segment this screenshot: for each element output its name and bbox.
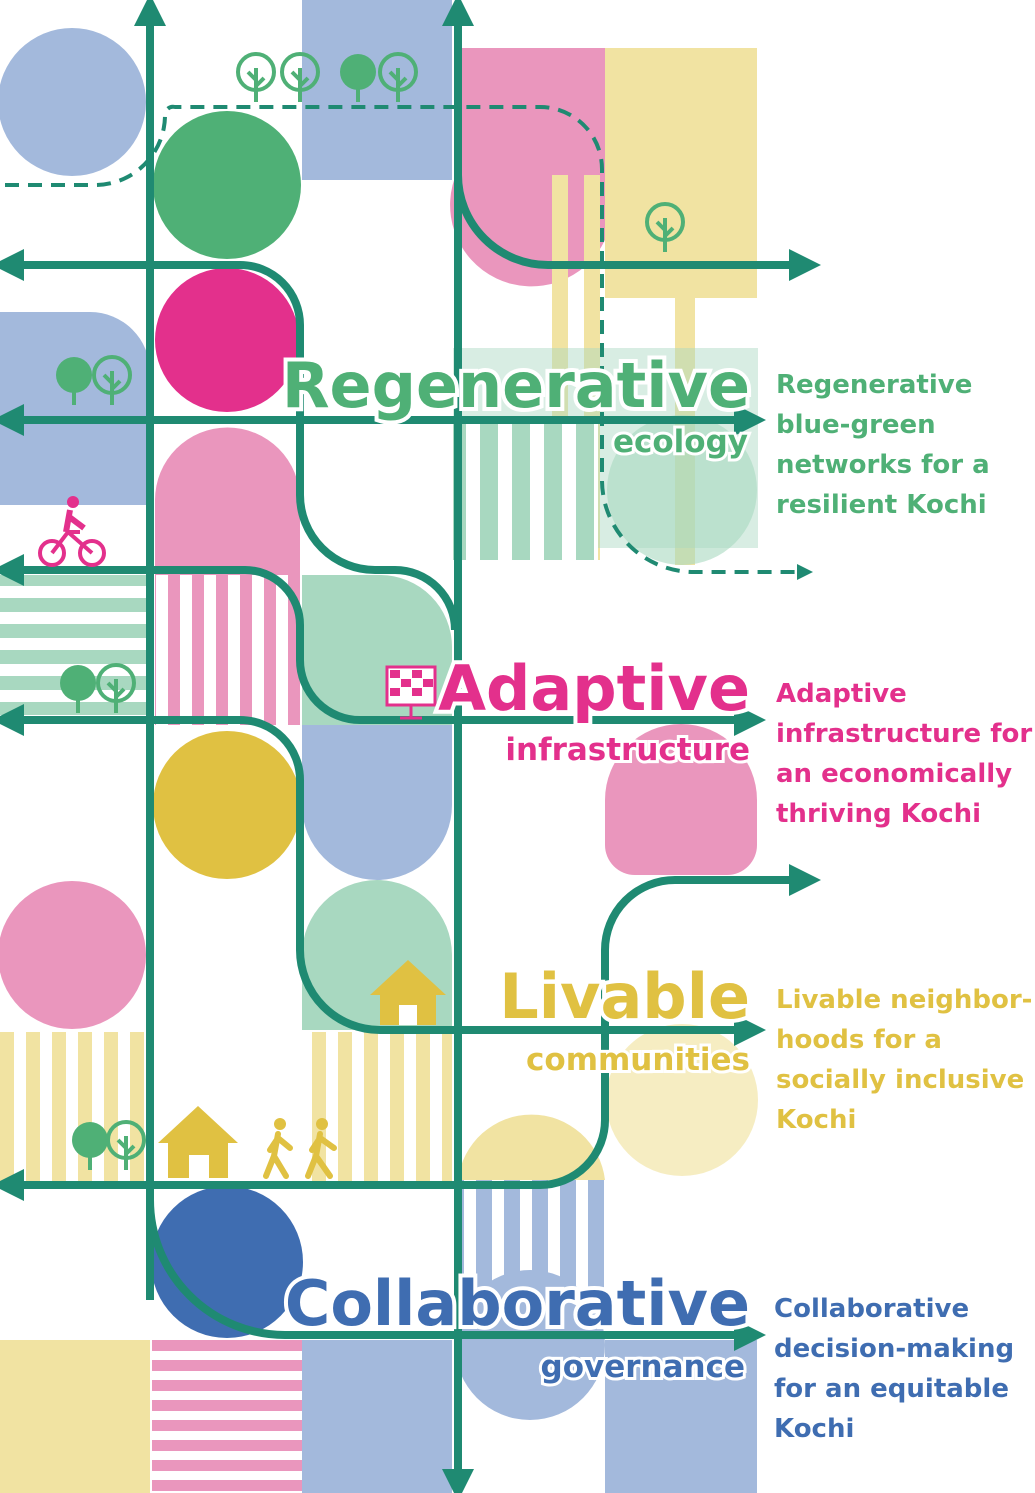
cyclist-icon: [38, 496, 106, 567]
theme-regenerative: Regenerative ecology: [278, 345, 754, 463]
description-collaborative: Collaborative decision-making for an equ…: [774, 1294, 1014, 1444]
description-line: hoods for a: [776, 1025, 942, 1055]
network-lines: [0, 0, 821, 1493]
description-line: blue-green: [776, 410, 936, 440]
description-line: decision-making: [774, 1334, 1014, 1364]
description-regenerative: Regenerative blue-green networks for a r…: [776, 370, 990, 520]
description-line: Livable neighbor-: [776, 985, 1032, 1015]
theme-subtitle: infrastructure: [505, 732, 750, 768]
theme-title: Adaptive: [438, 652, 750, 725]
pedestrians-icon: [263, 1118, 337, 1179]
theme-subtitle: communities: [526, 1042, 750, 1078]
theme-title: Regenerative: [282, 349, 750, 422]
theme-title: Collaborative: [285, 1267, 750, 1340]
house-icon: [158, 1106, 238, 1178]
description-line: socially inclusive: [776, 1065, 1024, 1095]
theme-livable: Livable communities: [495, 956, 754, 1081]
description-line: Regenerative: [776, 370, 972, 400]
description-livable: Livable neighbor- hoods for a socially i…: [776, 985, 1032, 1135]
theme-collaborative: Collaborative governance: [281, 1263, 754, 1388]
description-line: Adaptive: [776, 679, 907, 709]
description-line: Kochi: [774, 1414, 854, 1444]
solar-panel-icon: [385, 665, 437, 720]
description-line: for an equitable: [774, 1374, 1009, 1404]
theme-title: Livable: [499, 960, 750, 1033]
description-line: Collaborative: [774, 1294, 969, 1324]
description-line: networks for a: [776, 450, 990, 480]
description-line: infrastructure for: [776, 719, 1032, 749]
theme-subtitle: ecology: [613, 424, 748, 460]
house-icon: [370, 960, 446, 1025]
theme-subtitle: governance: [541, 1349, 745, 1385]
description-line: Kochi: [776, 1105, 856, 1135]
description-line: thriving Kochi: [776, 799, 981, 829]
theme-adaptive: Adaptive infrastructure: [434, 648, 754, 771]
description-adaptive: Adaptive infrastructure for an economica…: [776, 679, 1032, 829]
description-line: resilient Kochi: [776, 490, 987, 520]
description-line: an economically: [776, 759, 1012, 789]
